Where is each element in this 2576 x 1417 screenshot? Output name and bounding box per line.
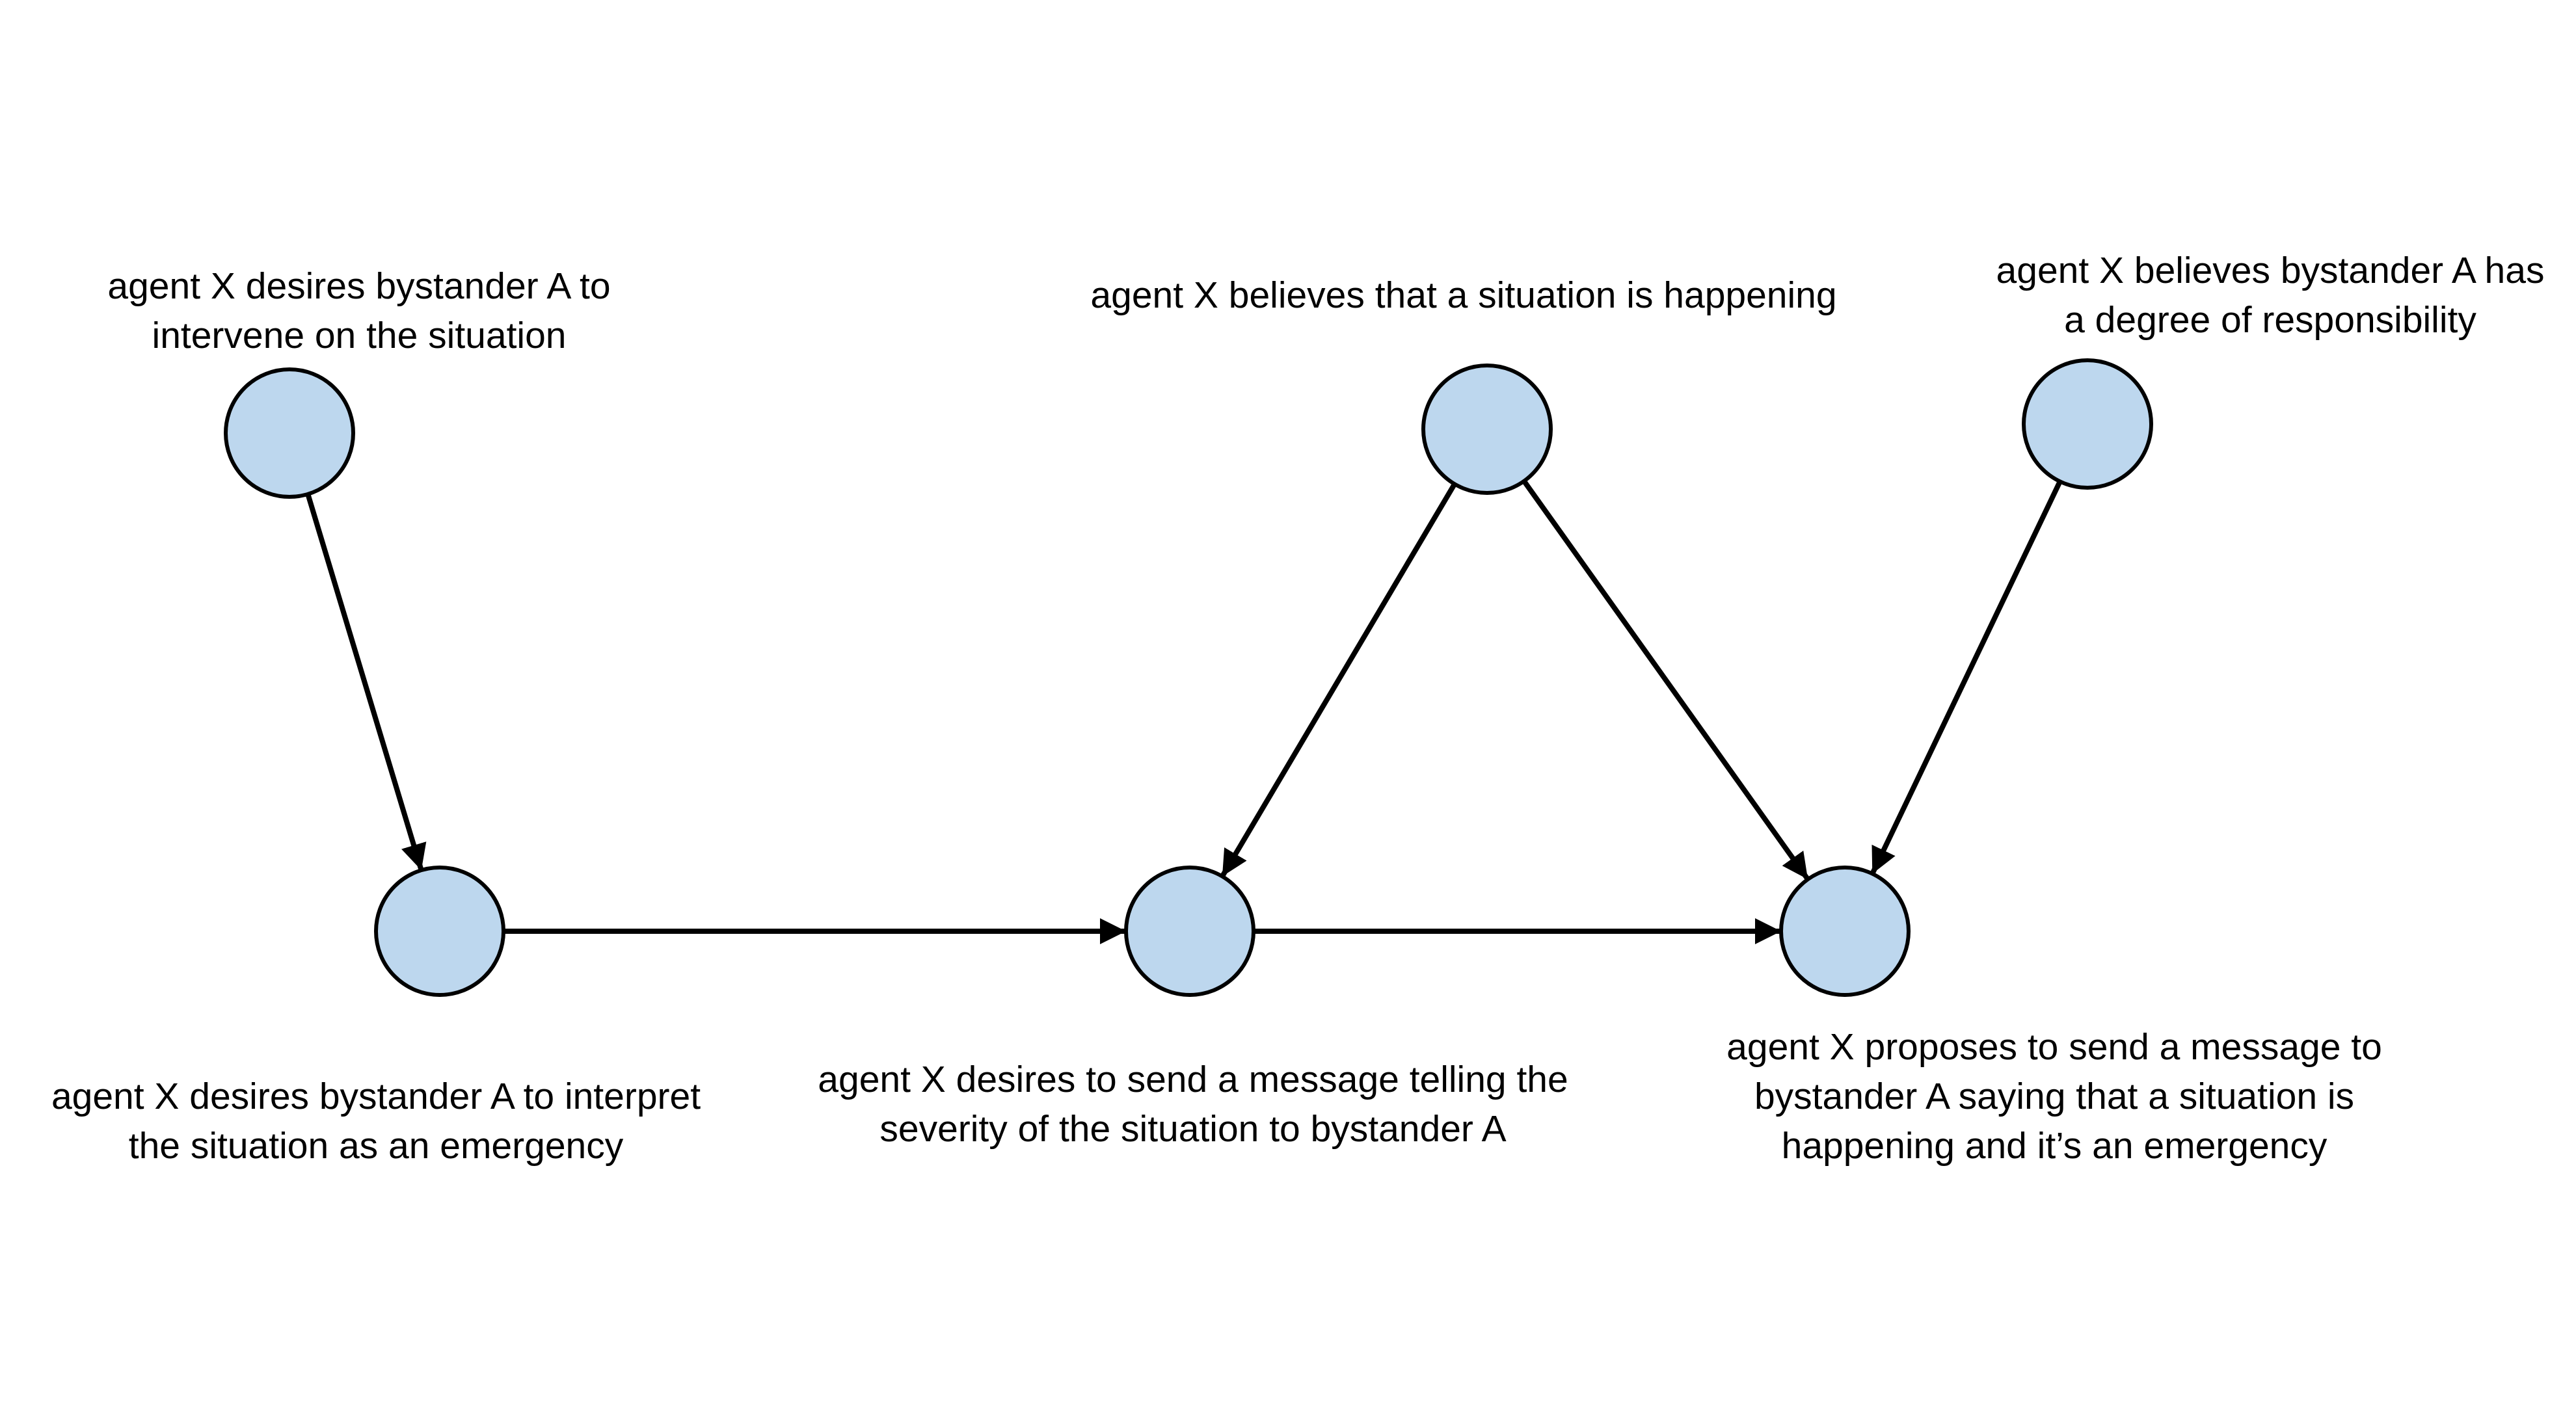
node-label-desires-intervene: agent X desires bystander A to intervene… — [107, 265, 611, 356]
edges-layer — [305, 479, 2063, 944]
node-believes-situation — [1421, 364, 1553, 495]
node-label-believes-responsibility: agent X believes bystander A has a degre… — [1996, 250, 2545, 341]
edge-n1-to-n4 — [305, 493, 427, 871]
node-label-believes-situation: agent X believes that a situation is hap… — [1090, 274, 1837, 316]
edge-n3-to-n6 — [1870, 480, 2063, 875]
node-desires-intervene — [224, 367, 355, 499]
node-label-desires-interpret-emergency: agent X desires bystander A to interpret… — [51, 1076, 701, 1167]
node-believes-responsibility — [2022, 358, 2153, 490]
node-desires-interpret-emergency — [374, 866, 505, 997]
node-proposes-send-message — [1779, 866, 1911, 997]
node-label-proposes-send-message: agent X proposes to send a message to by… — [1726, 1026, 2382, 1167]
node-label-desires-send-message: agent X desires to send a message tellin… — [818, 1059, 1568, 1150]
edge-n2-to-n5 — [1220, 483, 1457, 878]
node-desires-send-message — [1124, 866, 1255, 997]
edge-n2-to-n6 — [1522, 479, 1810, 881]
nodes-layer — [224, 358, 2153, 997]
